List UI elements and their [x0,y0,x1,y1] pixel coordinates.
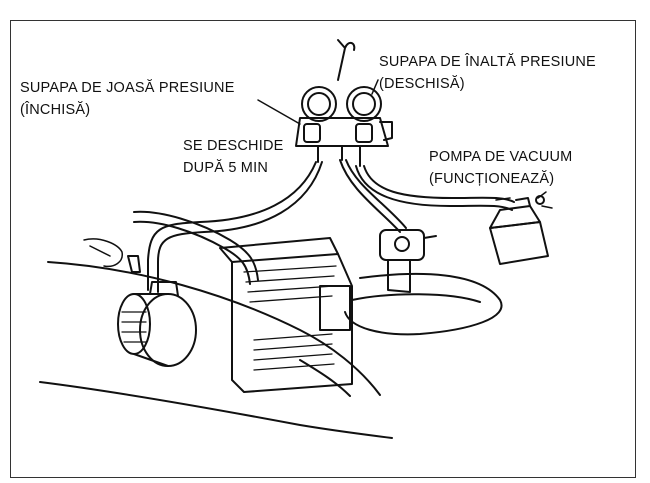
leader-low [257,99,301,125]
manifold-gauge-set [295,39,393,167]
hanger-hook [337,39,356,81]
figure-frame [10,20,636,478]
label-high-pressure-valve: SUPAPA DE ÎNALTĂ PRESIUNE (DESCHISĂ) [379,51,596,95]
label-low-pressure-valve-line1: SUPAPA DE JOASĂ PRESIUNE [20,80,235,96]
label-vacuum-pump-line2: (FUNCȚIONEAZĂ) [429,171,555,187]
label-vacuum-pump: POMPA DE VACUUM (FUNCȚIONEAZĂ) [429,146,572,190]
high-pressure-gauge [346,86,382,122]
label-opens-after-line2: DUPĂ 5 MIN [183,160,268,176]
label-opens-after-line1: SE DESCHIDE [183,138,284,154]
condenser [219,237,353,393]
low-valve-knob [303,123,321,143]
label-high-pressure-valve-line1: SUPAPA DE ÎNALTĂ PRESIUNE [379,54,596,70]
label-low-pressure-valve-line2: (ÎNCHISĂ) [20,102,91,118]
hose-low-side [147,161,323,293]
high-side-fitting [379,229,437,293]
suction-line [133,210,259,281]
vacuum-pump [489,191,553,265]
high-valve-knob [355,123,373,143]
label-opens-after: SE DESCHIDE DUPĂ 5 MIN [183,135,284,179]
hose-center-to-pump [355,165,515,211]
label-vacuum-pump-line1: POMPA DE VACUUM [429,149,573,165]
label-low-pressure-valve: SUPAPA DE JOASĂ PRESIUNE (ÎNCHISĂ) [20,77,235,121]
car-body-line-top [47,261,381,396]
car-body-line-bottom [39,381,393,439]
hose-high-side [339,159,407,233]
hood-inner [351,293,481,303]
leader-high [371,79,379,95]
hood-edge [344,272,503,336]
label-high-pressure-valve-line2: (DESCHISĂ) [379,76,465,92]
manifold-body [295,117,389,147]
compressor [117,281,197,367]
hand-outline [83,238,123,268]
low-pressure-gauge [301,86,337,122]
